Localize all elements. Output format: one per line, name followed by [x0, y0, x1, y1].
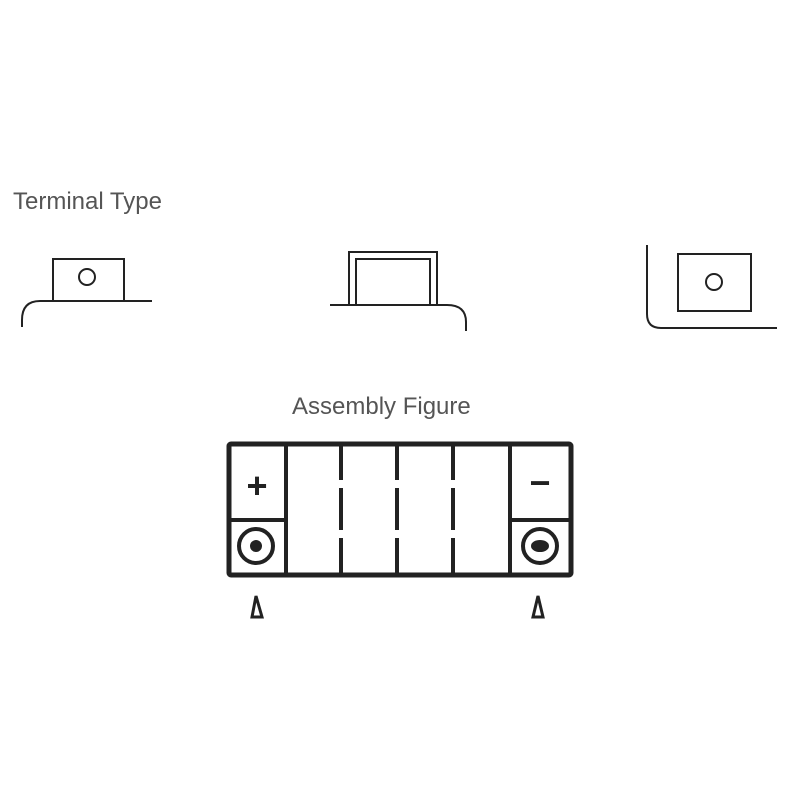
battery-assembly [226, 441, 574, 619]
left-marker-triangle [250, 595, 264, 619]
positive-symbol: + [246, 465, 267, 506]
terminal-type-1 [21, 258, 152, 327]
terminal-type-3 [646, 245, 777, 329]
negative-symbol: − [529, 462, 550, 503]
positive-terminal [237, 527, 275, 565]
terminal-type-heading: Terminal Type [13, 188, 162, 215]
assembly-figure-heading: Assembly Figure [292, 393, 471, 420]
negative-terminal [521, 527, 559, 565]
right-marker-triangle [531, 595, 545, 619]
terminal-type-2 [330, 251, 467, 331]
cell-dividers [284, 444, 512, 575]
